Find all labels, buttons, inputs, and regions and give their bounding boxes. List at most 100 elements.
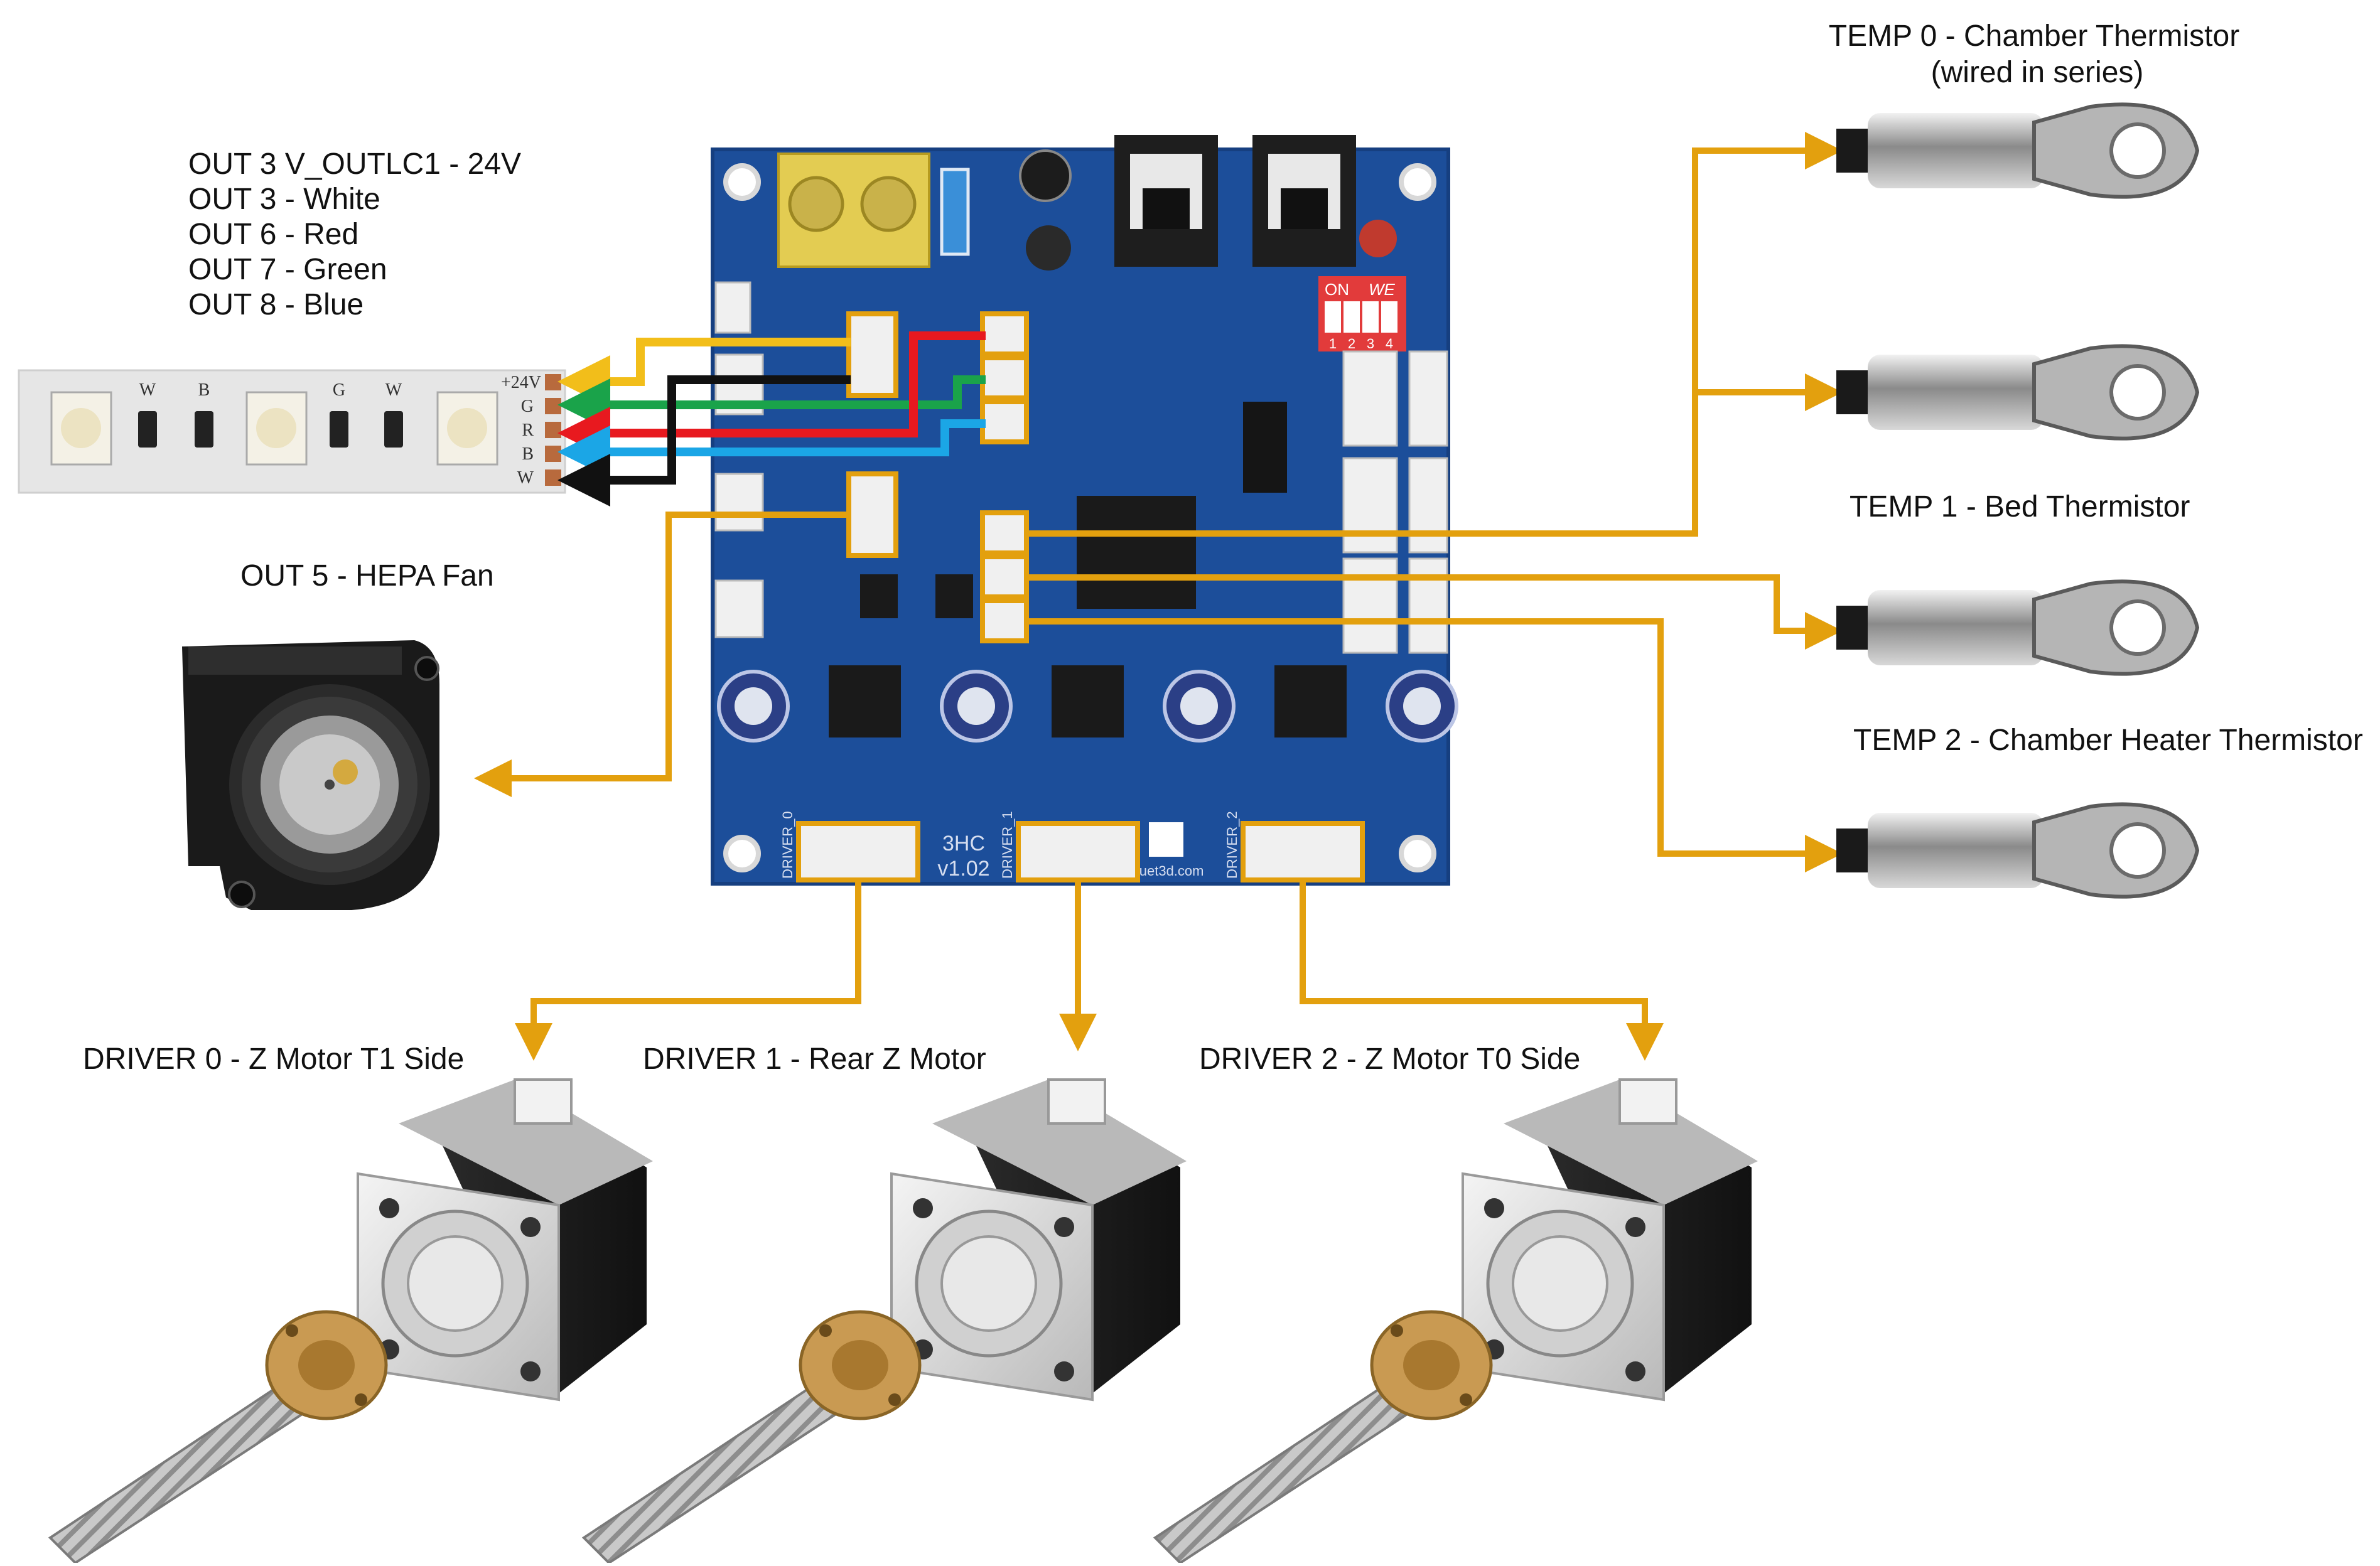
brass-nut-0 [265,1310,388,1420]
main-mcu [1077,496,1196,609]
motor-connector-0 [514,1078,573,1125]
mount-hole-tr [1399,163,1436,201]
temp0-sublabel: (wired in series) [1930,56,2144,89]
pad-b [545,446,561,462]
driver2-label: DRIVER 2 - Z Motor T0 Side [1199,1043,1581,1076]
fan-line [474,512,851,797]
mount-hole-br [1399,835,1436,872]
pad-label-b: B [522,444,534,464]
led-label-24v: OUT 3 V_OUTLC1 - 24V [188,147,521,181]
out3-header [846,311,898,398]
led-label-white: OUT 3 - White [188,183,380,216]
temp1-line [1026,574,1843,650]
pad-label-24v: +24V [501,373,541,392]
stepper-motor-0 [48,1078,653,1565]
wire-green [557,375,986,431]
resistor-2 [195,411,213,448]
header-pins [1243,402,1287,493]
mount-hole-tl [723,163,761,201]
temp-headers [980,510,1029,643]
temp0-label: TEMP 0 - Chamber Thermistor [1828,19,2240,53]
motor-connector-1 [1047,1078,1106,1125]
driver-chip-1 [1052,665,1124,737]
rj11-connector-2 [1252,135,1356,267]
resistor-1 [138,411,157,448]
out6-8-headers [980,311,1029,444]
dip-switch-on-label: ON [1325,280,1349,299]
led-label-red: OUT 6 - Red [188,218,359,251]
pad-24v [545,374,561,390]
wire-white-black [557,375,851,507]
out5-header [846,471,898,558]
motor-connector-2 [1618,1078,1677,1125]
pad-r [545,422,561,438]
thermistor-probe-2 [1836,344,2200,441]
led-chip-1 [50,391,112,466]
connection-lines [474,132,1843,1061]
jst-connectors-right [1342,350,1448,654]
board-site-label: duet3d.com [1132,863,1204,879]
wire-red [557,331,986,459]
led-chip-3 [436,391,498,466]
resistor-4 [384,411,403,448]
brass-nut-2 [1370,1310,1493,1420]
dip-switch-num-4: 4 [1386,336,1393,351]
wire-24v-yellow [557,338,851,408]
led-label-green: OUT 7 - Green [188,253,387,286]
rj11-connector-1 [1114,135,1218,267]
driver0-silk: DRIVER_0 [780,811,795,879]
driver-headers [796,821,1365,882]
pad-g [545,398,561,414]
hepa-fan [182,640,439,910]
driver2-silk: DRIVER_2 [1224,811,1240,879]
pad-w [545,469,561,486]
led-wires [557,331,986,507]
dip-switch-num-3: 3 [1367,336,1374,351]
driver-chip-2 [1274,665,1347,737]
driver-chip-0 [829,665,901,737]
led-label-blue: OUT 8 - Blue [188,288,364,321]
power-terminal [777,153,930,268]
resistor-3 [330,411,348,448]
driver2-line [1300,882,1664,1061]
strip-mark-w2: W [385,380,402,400]
driver1-silk: DRIVER_1 [999,811,1015,879]
capacitor-small [1019,149,1072,202]
driver1-label: DRIVER 1 - Rear Z Motor [643,1043,986,1076]
mosfet-1 [860,574,898,618]
driver0-line [515,882,861,1061]
dip-switch-num-2: 2 [1348,336,1355,351]
pad-label-g: G [521,397,534,416]
dip-switch-num-1: 1 [1329,336,1337,351]
fan-label: OUT 5 - HEPA Fan [240,559,494,593]
bulk-capacitors [717,670,1458,743]
stepper-motor-1 [581,1078,1187,1565]
driver0-label: DRIVER 0 - Z Motor T1 Side [83,1043,465,1076]
thermistor-probe-4 [1836,802,2200,899]
strip-mark-g: G [333,380,345,400]
board-version-label: v1.02 [937,857,989,881]
brass-nut-1 [799,1310,922,1420]
mount-hole-bl [723,835,761,872]
led-chip-2 [245,391,308,466]
temp2-line [1026,618,1843,872]
strip-mark-b: B [198,380,210,400]
duet3-3hc-board: ON WE 1 2 3 4 [711,135,1458,886]
dip-switch-we-label: WE [1369,280,1396,299]
stepper-motor-2 [1153,1078,1758,1565]
inductor [1026,225,1071,271]
board-model-label: 3HC [942,832,985,855]
pad-label-w: W [517,468,534,488]
capacitor-red [1359,220,1397,257]
pad-label-r: R [522,421,534,440]
fuse [940,168,970,256]
temp1-label: TEMP 1 - Bed Thermistor [1850,490,2190,523]
thermistor-probe-1 [1836,102,2200,199]
mosfet-2 [935,574,973,618]
qr-code [1149,822,1183,857]
dip-switch: ON WE 1 2 3 4 [1318,276,1406,351]
temp0-line-a [1026,132,1843,537]
thermistor-probe-3 [1836,579,2200,676]
